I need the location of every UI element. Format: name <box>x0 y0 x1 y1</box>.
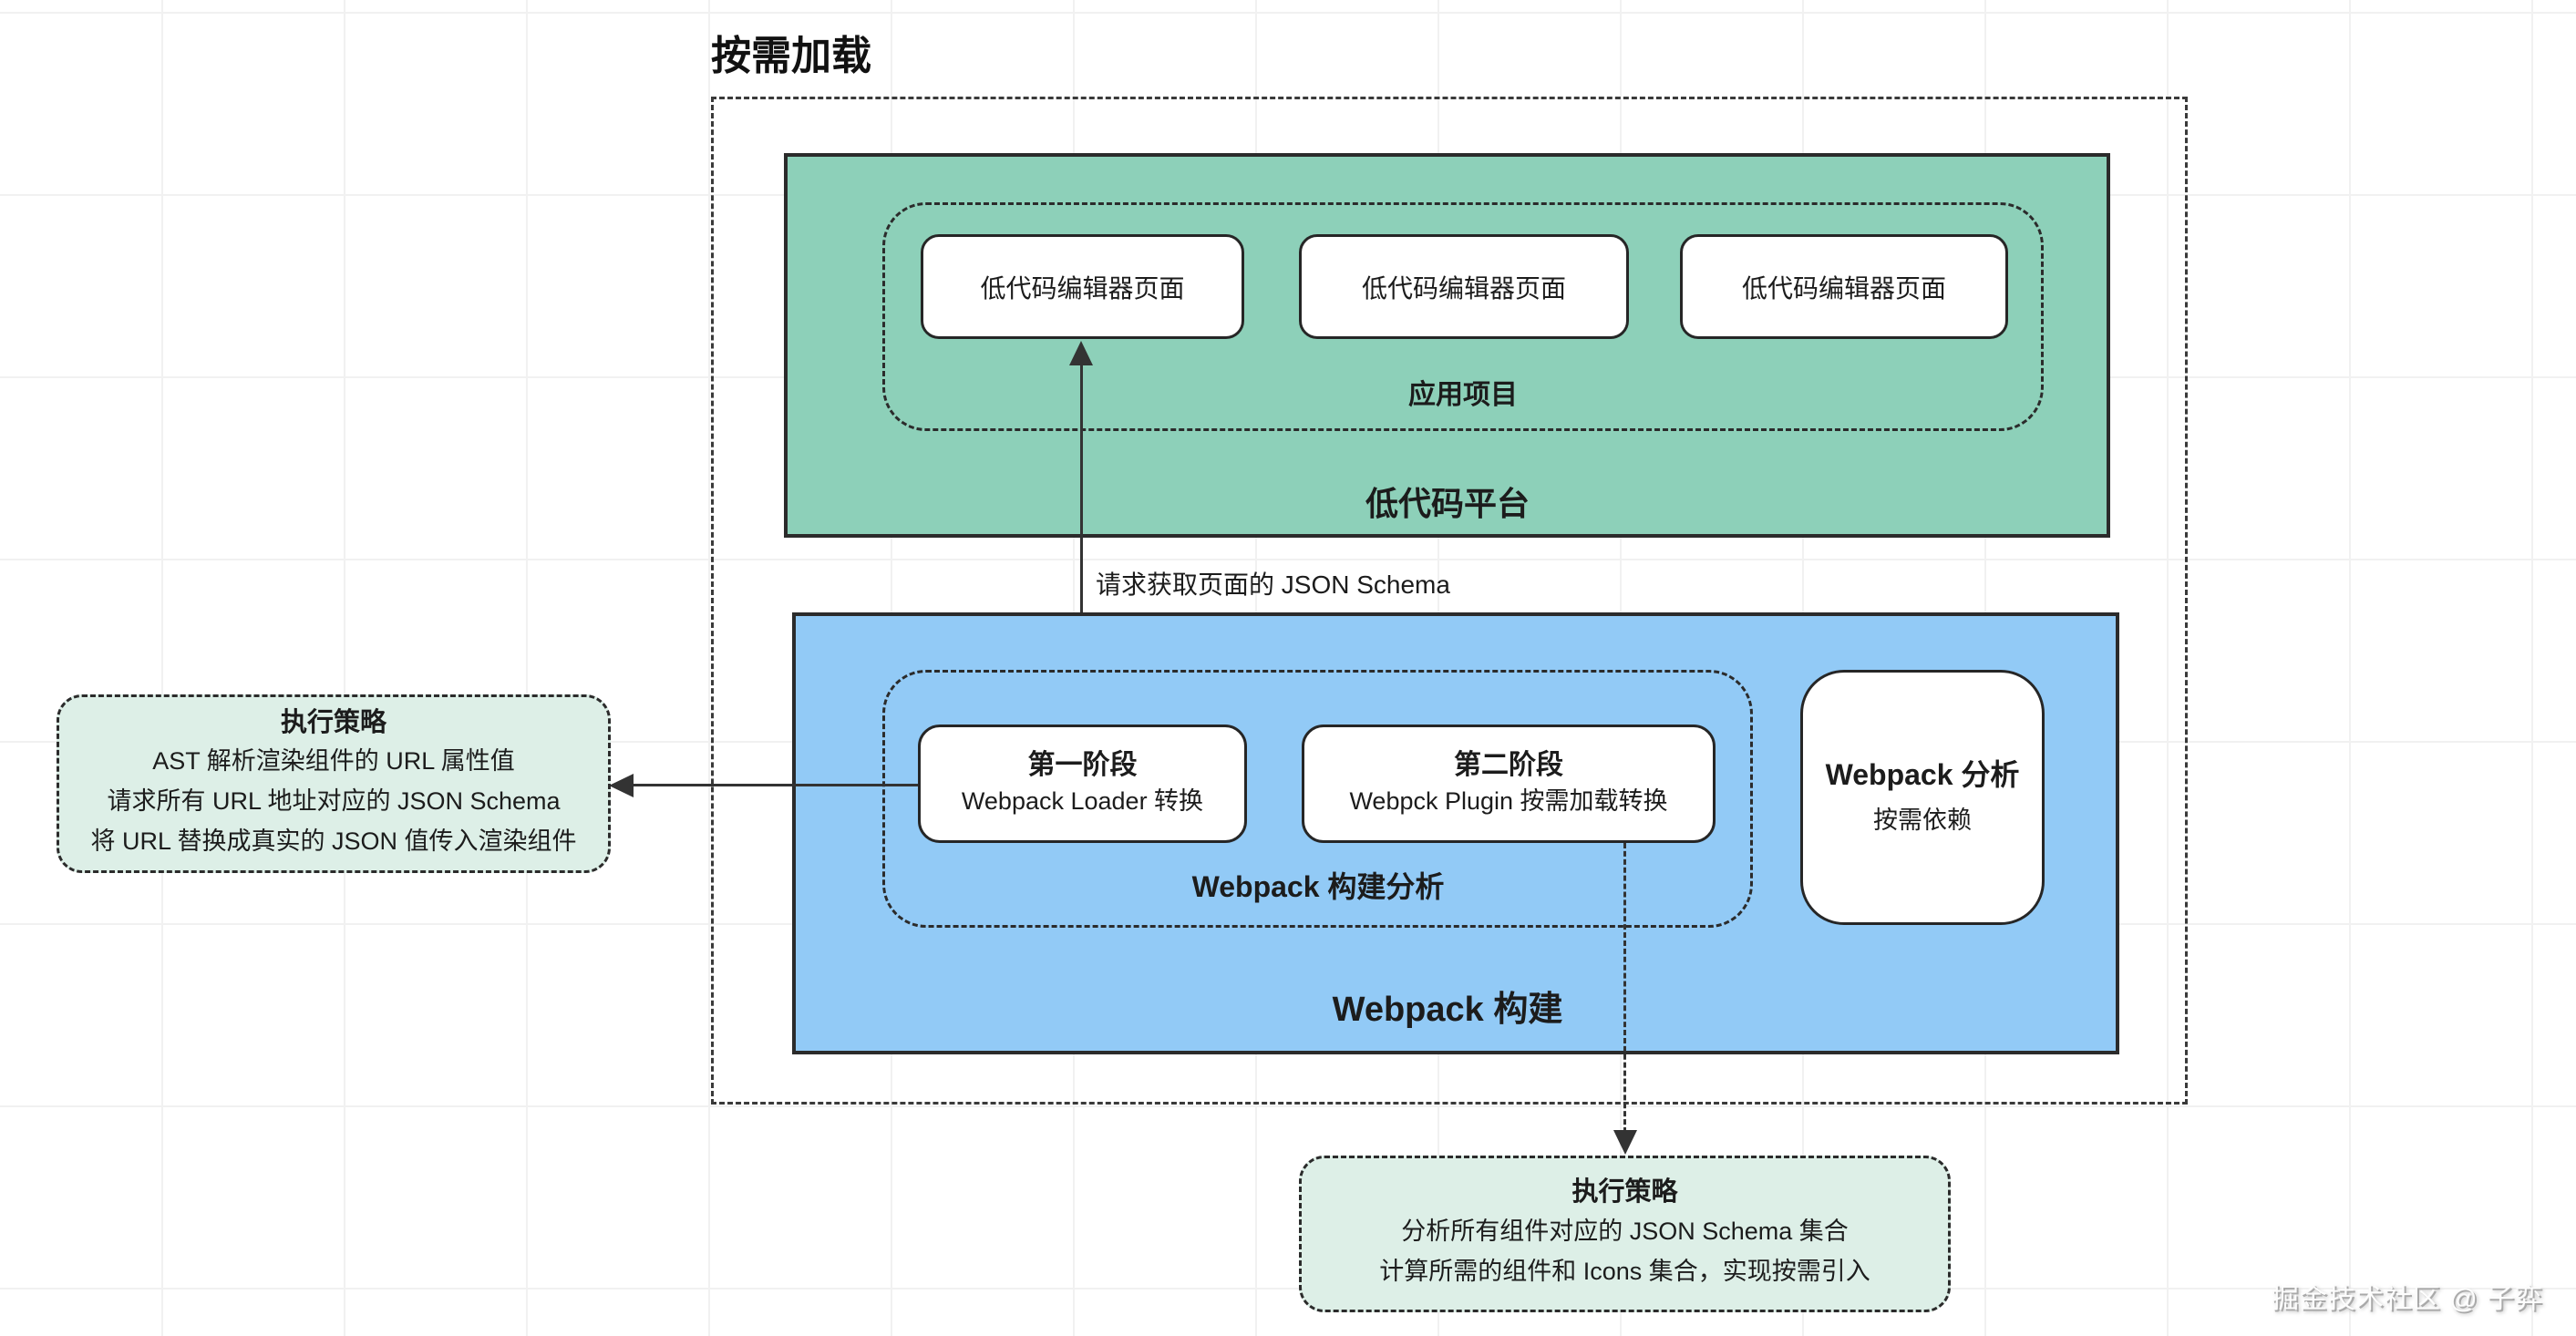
dashed-arrow-line <box>1623 843 1626 1133</box>
stage1-subtitle: Webpack Loader 转换 <box>961 787 1204 816</box>
strategy-left-line: 请求所有 URL 地址对应的 JSON Schema <box>107 786 561 815</box>
request-arrow-label: 请求获取页面的 JSON Schema <box>1096 570 1450 599</box>
strategy-left-node: 执行策略 AST 解析渲染组件的 URL 属性值 请求所有 URL 地址对应的 … <box>57 694 611 873</box>
strategy-bottom-line: 分析所有组件对应的 JSON Schema 集合 <box>1401 1218 1849 1246</box>
dashed-arrow-head <box>1613 1130 1637 1155</box>
strategy-bottom-title: 执行策略 <box>1571 1177 1678 1208</box>
app-project-group <box>882 202 2044 431</box>
stage2-title: 第二阶段 <box>1454 750 1563 781</box>
platform-box <box>784 153 2110 538</box>
stage2-subtitle: Webpck Plugin 按需加载转换 <box>1349 787 1668 816</box>
strategy-left-title: 执行策略 <box>280 707 386 737</box>
editor-page-label: 低代码编辑器页面 <box>1741 273 1946 303</box>
build-analysis-label: Webpack 构建分析 <box>1191 870 1445 903</box>
watermark: 掘金技术社区 @ 子弈 <box>2271 1284 2543 1314</box>
strategy-bottom-node: 执行策略 分析所有组件对应的 JSON Schema 集合 计算所需的组件和 I… <box>1299 1156 1951 1312</box>
editor-page-node-2: 低代码编辑器页面 <box>1299 234 1629 339</box>
app-project-label: 应用项目 <box>1408 380 1518 410</box>
webpack-analysis-title: Webpack 分析 <box>1825 757 2020 791</box>
left-arrow-line <box>631 784 918 786</box>
request-arrow-head <box>1069 341 1093 365</box>
webpack-analysis-node: Webpack 分析 按需依赖 <box>1800 670 2045 925</box>
editor-page-label: 低代码编辑器页面 <box>980 273 1185 303</box>
webpack-analysis-subtitle: 按需依赖 <box>1873 806 1972 834</box>
strategy-bottom-line: 计算所需的组件和 Icons 集合，实现按需引入 <box>1379 1257 1870 1285</box>
request-arrow-line <box>1080 363 1083 725</box>
build-label: Webpack 构建 <box>1332 991 1563 1029</box>
stage1-node: 第一阶段 Webpack Loader 转换 <box>918 725 1247 843</box>
stage1-title: 第一阶段 <box>1027 750 1138 781</box>
stage2-node: 第二阶段 Webpck Plugin 按需加载转换 <box>1302 725 1716 843</box>
strategy-left-line: AST 解析渲染组件的 URL 属性值 <box>152 747 515 776</box>
build-analysis-group <box>882 670 1753 928</box>
editor-page-node-3: 低代码编辑器页面 <box>1680 234 2008 339</box>
platform-label: 低代码平台 <box>1365 485 1530 522</box>
strategy-left-line: 将 URL 替换成真实的 JSON 值传入渲染组件 <box>90 827 577 855</box>
left-arrow-head <box>609 774 634 797</box>
outer-boundary <box>711 97 2188 1105</box>
editor-page-node-1: 低代码编辑器页面 <box>921 234 1244 339</box>
editor-page-label: 低代码编辑器页面 <box>1361 273 1566 303</box>
diagram-title: 按需加载 <box>711 34 871 78</box>
